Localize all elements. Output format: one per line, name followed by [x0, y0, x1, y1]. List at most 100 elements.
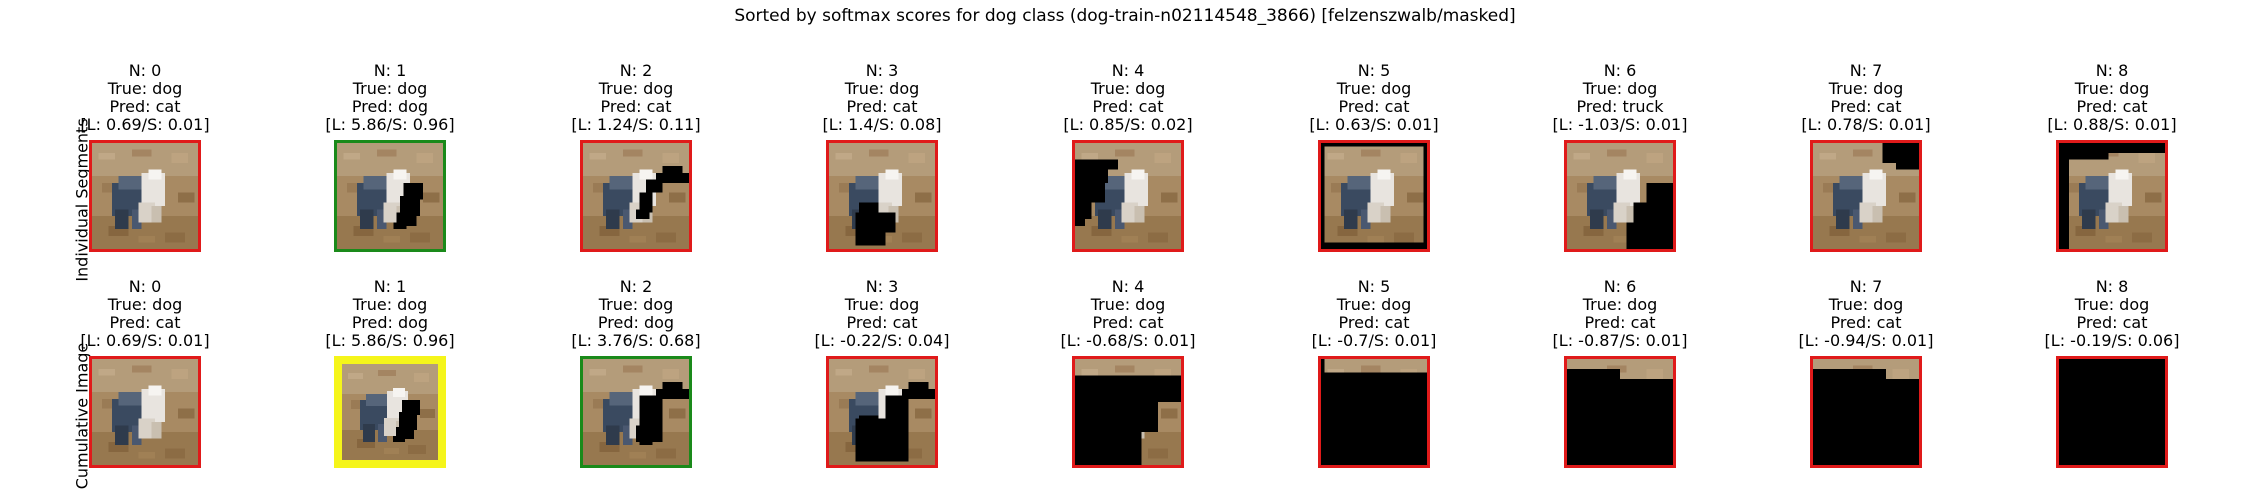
- panel-caption-true-label: True: dog: [598, 79, 674, 98]
- panel-image-individual-0: [89, 140, 201, 252]
- panel-caption-pred: Pred: cat: [2076, 97, 2148, 116]
- panel-caption-pred: Pred: truck: [1576, 97, 1664, 116]
- panel-caption-pred: Pred: cat: [1830, 313, 1902, 332]
- panel-caption-true-label: True: dog: [1090, 295, 1166, 314]
- panel-caption-n: N: 7: [1849, 61, 1883, 80]
- panel-caption-true-label: True: dog: [107, 79, 183, 98]
- panel-caption-n: N: 6: [1603, 61, 1637, 80]
- panel-image-individual-6: [1564, 140, 1676, 252]
- panel-caption-true-label: True: dog: [598, 295, 674, 314]
- panel-caption-n: N: 8: [2095, 277, 2129, 296]
- panel-caption-scores: [L: 1.4/S: 0.08]: [822, 115, 942, 134]
- panel-caption-true-label: True: dog: [844, 79, 920, 98]
- panel-caption-pred: Pred: cat: [1338, 313, 1410, 332]
- panel-caption-true-label: True: dog: [1336, 295, 1412, 314]
- panel-caption-n: N: 8: [2095, 61, 2129, 80]
- panel-caption-scores: [L: 0.88/S: 0.01]: [2047, 115, 2177, 134]
- panel-caption-n: N: 5: [1357, 277, 1391, 296]
- panel-caption-pred: Pred: cat: [1092, 97, 1164, 116]
- panel-caption-true-label: True: dog: [107, 295, 183, 314]
- panel-caption-true-label: True: dog: [2074, 79, 2150, 98]
- panel-caption-scores: [L: -0.94/S: 0.01]: [1798, 331, 1934, 350]
- panel-caption-scores: [L: -0.68/S: 0.01]: [1060, 331, 1196, 350]
- panel-caption-n: N: 3: [865, 277, 899, 296]
- panel-caption-n: N: 6: [1603, 277, 1637, 296]
- figure-title: Sorted by softmax scores for dog class (…: [734, 6, 1516, 26]
- panel-caption-pred: Pred: cat: [109, 97, 181, 116]
- panel-caption-scores: [L: -0.7/S: 0.01]: [1311, 331, 1437, 350]
- panel-image-cumulative-5: [1318, 356, 1430, 468]
- panel-caption-true-label: True: dog: [352, 295, 428, 314]
- panel-caption-true-label: True: dog: [1090, 79, 1166, 98]
- panel-caption-scores: [L: 0.69/S: 0.01]: [80, 115, 210, 134]
- panel-caption-scores: [L: 5.86/S: 0.96]: [325, 115, 455, 134]
- panel-image-cumulative-2: [580, 356, 692, 468]
- panel-caption-pred: Pred: dog: [351, 313, 429, 332]
- panel-caption-n: N: 1: [373, 277, 407, 296]
- panel-caption-n: N: 4: [1111, 61, 1145, 80]
- panel-caption-n: N: 2: [619, 277, 653, 296]
- panel-image-cumulative-1: [334, 356, 446, 468]
- panel-image-cumulative-3: [826, 356, 938, 468]
- panel-caption-n: N: 0: [128, 277, 162, 296]
- panel-caption-pred: Pred: cat: [109, 313, 181, 332]
- panel-caption-scores: [L: 3.76/S: 0.68]: [571, 331, 701, 350]
- panel-caption-pred: Pred: dog: [597, 313, 675, 332]
- panel-caption-true-label: True: dog: [352, 79, 428, 98]
- panel-caption-n: N: 2: [619, 61, 653, 80]
- panel-image-cumulative-0: [89, 356, 201, 468]
- panel-image-cumulative-4: [1072, 356, 1184, 468]
- panel-caption-true-label: True: dog: [1582, 79, 1658, 98]
- panel-caption-pred: Pred: cat: [600, 97, 672, 116]
- panel-image-individual-8: [2056, 140, 2168, 252]
- panel-caption-n: N: 0: [128, 61, 162, 80]
- panel-caption-scores: [L: -0.87/S: 0.01]: [1552, 331, 1688, 350]
- panel-caption-scores: [L: 0.69/S: 0.01]: [80, 331, 210, 350]
- panel-caption-true-label: True: dog: [2074, 295, 2150, 314]
- panel-caption-pred: Pred: cat: [846, 97, 918, 116]
- panel-caption-n: N: 7: [1849, 277, 1883, 296]
- panel-caption-scores: [L: -0.22/S: 0.04]: [814, 331, 950, 350]
- panel-caption-pred: Pred: cat: [1338, 97, 1410, 116]
- panel-caption-pred: Pred: cat: [1092, 313, 1164, 332]
- panel-caption-true-label: True: dog: [844, 295, 920, 314]
- panel-caption-true-label: True: dog: [1336, 79, 1412, 98]
- panel-caption-n: N: 4: [1111, 277, 1145, 296]
- panel-caption-true-label: True: dog: [1828, 295, 1904, 314]
- panel-image-cumulative-8: [2056, 356, 2168, 468]
- panel-caption-n: N: 5: [1357, 61, 1391, 80]
- panel-caption-pred: Pred: cat: [2076, 313, 2148, 332]
- panel-caption-scores: [L: 5.86/S: 0.96]: [325, 331, 455, 350]
- panel-caption-scores: [L: -0.19/S: 0.06]: [2044, 331, 2180, 350]
- panel-caption-pred: Pred: dog: [351, 97, 429, 116]
- panel-caption-n: N: 3: [865, 61, 899, 80]
- panel-image-individual-5: [1318, 140, 1430, 252]
- panel-image-individual-7: [1810, 140, 1922, 252]
- panel-caption-n: N: 1: [373, 61, 407, 80]
- panel-caption-pred: Pred: cat: [1584, 313, 1656, 332]
- panel-image-individual-2: [580, 140, 692, 252]
- panel-image-individual-4: [1072, 140, 1184, 252]
- panel-image-cumulative-7: [1810, 356, 1922, 468]
- panel-image-cumulative-6: [1564, 356, 1676, 468]
- panel-caption-scores: [L: 0.63/S: 0.01]: [1309, 115, 1439, 134]
- panel-image-individual-1: [334, 140, 446, 252]
